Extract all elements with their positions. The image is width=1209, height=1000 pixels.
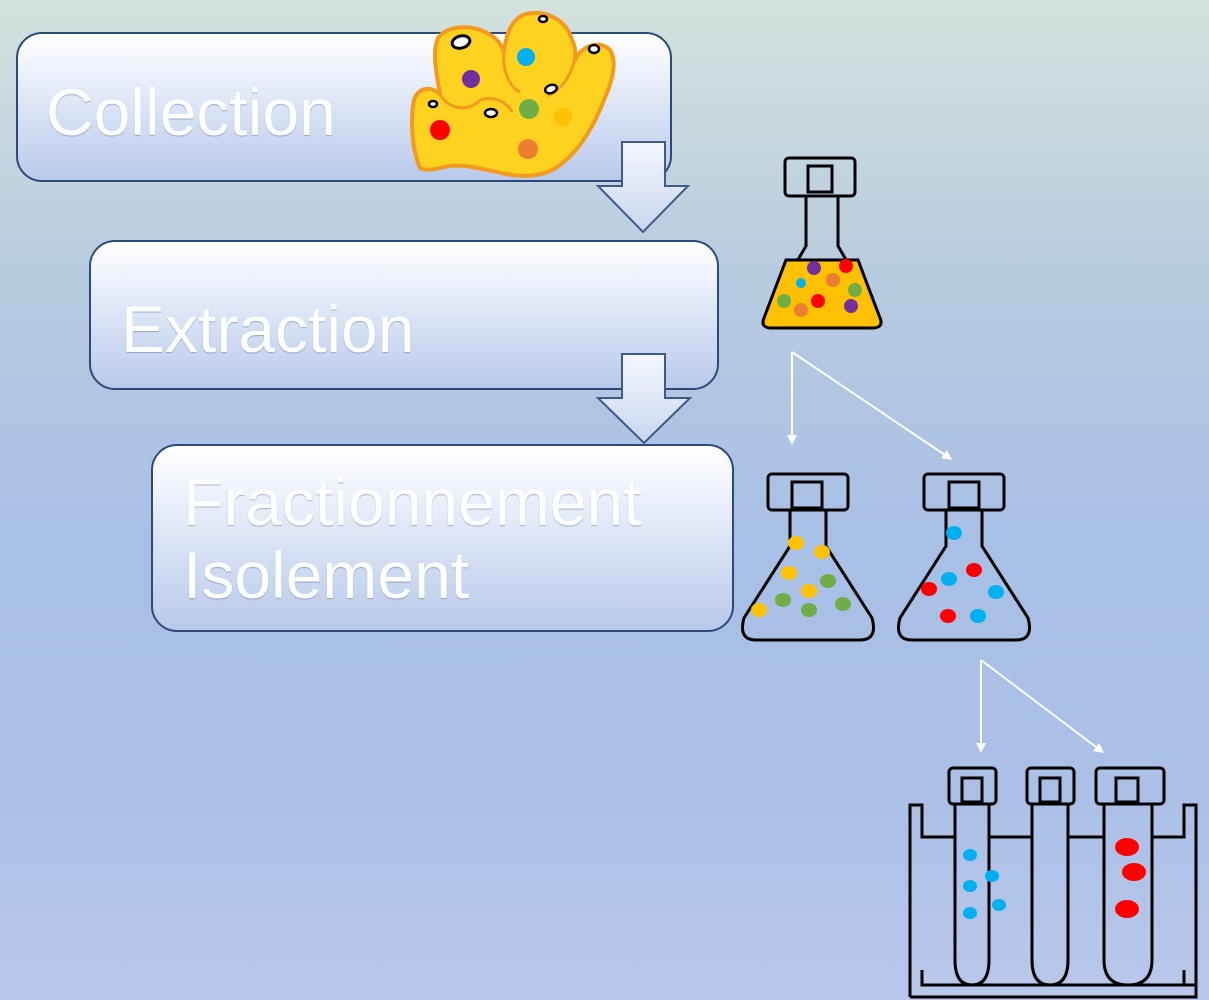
pointer-arrows-top: [787, 351, 953, 460]
step-fractionnement-box: Fractionnement Isolement: [151, 444, 734, 632]
step-fractionnement-label: Fractionnement Isolement: [183, 466, 642, 611]
step-fractionnement-line1: Fractionnement: [183, 465, 642, 539]
test-tube-rack-icon: [908, 766, 1198, 999]
flask-icon: [897, 472, 1031, 642]
step-extraction-label: Extraction: [121, 292, 415, 366]
step-isolement-line2: Isolement: [183, 537, 470, 612]
down-arrow-icon: [595, 353, 693, 445]
pointer-arrows-bottom: [976, 659, 1104, 754]
test-tube-contents: [963, 838, 1146, 919]
flask-icon: [741, 472, 875, 642]
down-arrow-icon: [595, 141, 691, 234]
step-extraction-box: Extraction: [89, 240, 719, 390]
step-collection-label: Collection: [46, 75, 336, 149]
flask-icon: [761, 156, 883, 330]
sponge-icon: [410, 11, 616, 178]
